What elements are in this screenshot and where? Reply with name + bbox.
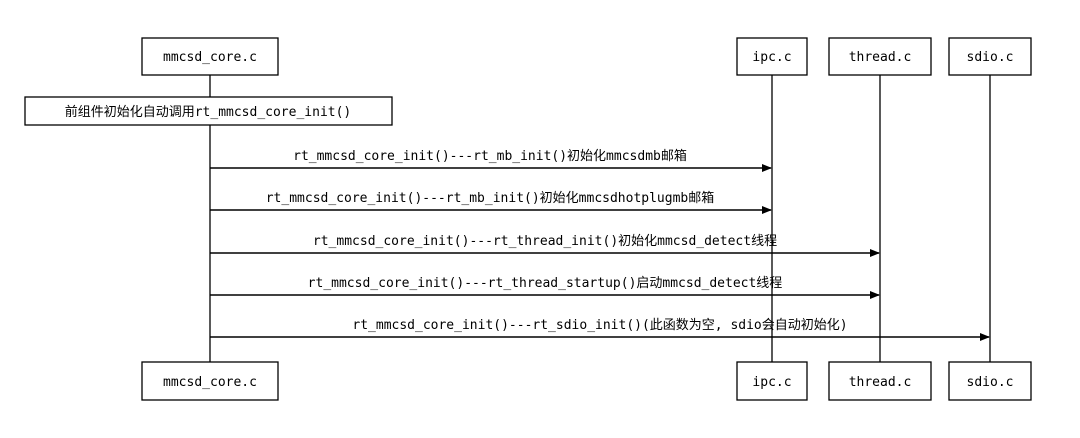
participant-label: ipc.c [752,375,791,390]
init-note-text: 前组件初始化自动调用rt_mmcsd_core_init() [65,104,352,120]
participant-label: sdio.c [967,375,1014,390]
message-label: rt_mmcsd_core_init()---rt_thread_startup… [308,276,783,291]
message-label: rt_mmcsd_core_init()---rt_mb_init()初始化mm… [266,190,715,206]
message-label: rt_mmcsd_core_init()---rt_thread_init()初… [313,234,777,249]
participant-label: thread.c [849,375,912,390]
message-2: rt_mmcsd_core_init()---rt_mb_init()初始化mm… [210,190,772,214]
participant-label: mmcsd_core.c [163,50,257,65]
participant-mmcsd-core-bottom: mmcsd_core.c [141,361,279,401]
participant-label: ipc.c [752,50,791,65]
participant-sdio-top: sdio.c [948,37,1032,76]
message-4: rt_mmcsd_core_init()---rt_thread_startup… [210,276,880,299]
participant-mmcsd-core-top: mmcsd_core.c [141,37,279,76]
message-1: rt_mmcsd_core_init()---rt_mb_init()初始化mm… [210,148,772,172]
participant-sdio-bottom: sdio.c [948,361,1032,401]
participant-ipc-bottom: ipc.c [736,361,808,401]
participant-label: sdio.c [967,50,1014,65]
message-label: rt_mmcsd_core_init()---rt_mb_init()初始化mm… [293,148,687,164]
participant-thread-bottom: thread.c [828,361,932,401]
message-5: rt_mmcsd_core_init()---rt_sdio_init()(此函… [210,318,990,341]
message-3: rt_mmcsd_core_init()---rt_thread_init()初… [210,234,880,257]
participant-label: thread.c [849,50,912,65]
participant-label: mmcsd_core.c [163,375,257,390]
init-note: 前组件初始化自动调用rt_mmcsd_core_init() [24,96,393,126]
message-label: rt_mmcsd_core_init()---rt_sdio_init()(此函… [352,318,847,333]
participant-ipc-top: ipc.c [736,37,808,76]
participant-thread-top: thread.c [828,37,932,76]
